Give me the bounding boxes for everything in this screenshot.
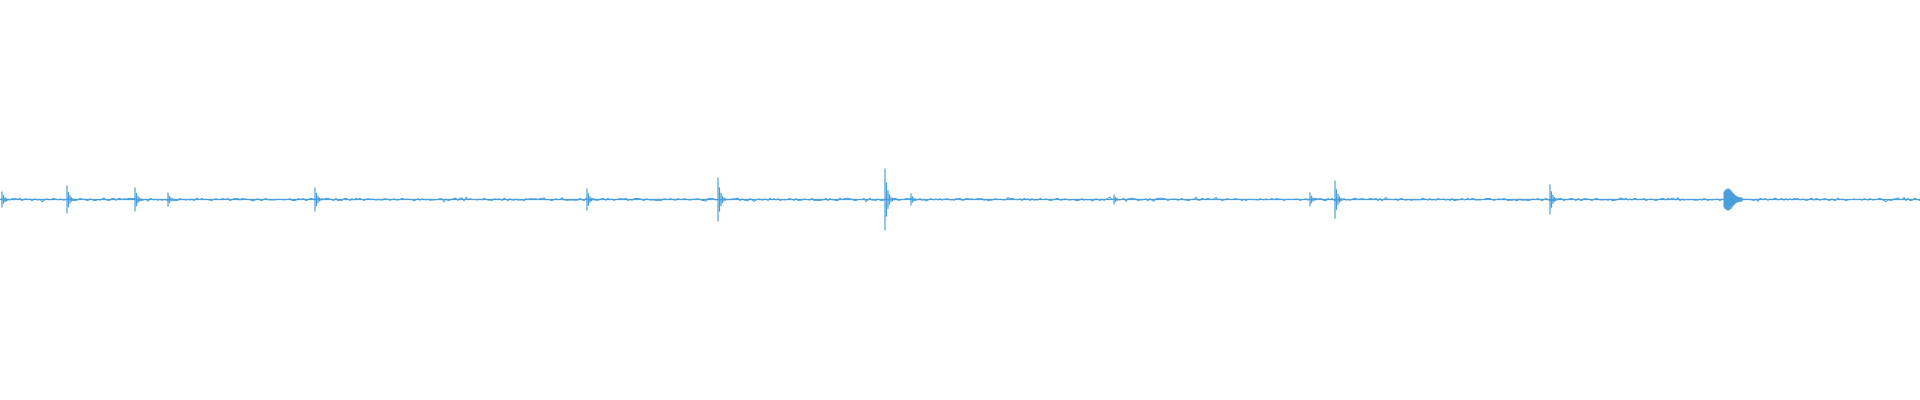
waveform-peak (910, 193, 921, 206)
waveform-peak (1549, 184, 1560, 215)
waveform-peaks (1, 168, 1743, 231)
waveform-peak (1309, 192, 1320, 207)
waveform-peak (1113, 194, 1124, 205)
waveform-burst (1723, 188, 1743, 211)
waveform-peak (1, 191, 12, 208)
waveform-peak (134, 187, 145, 212)
waveform-peak (66, 185, 77, 214)
waveform-peak (586, 188, 597, 211)
waveform-peak (1334, 180, 1345, 219)
waveform-peak (717, 177, 728, 222)
waveform-peak (314, 187, 325, 212)
waveform-peak (167, 192, 178, 207)
waveform-peak (884, 168, 895, 231)
